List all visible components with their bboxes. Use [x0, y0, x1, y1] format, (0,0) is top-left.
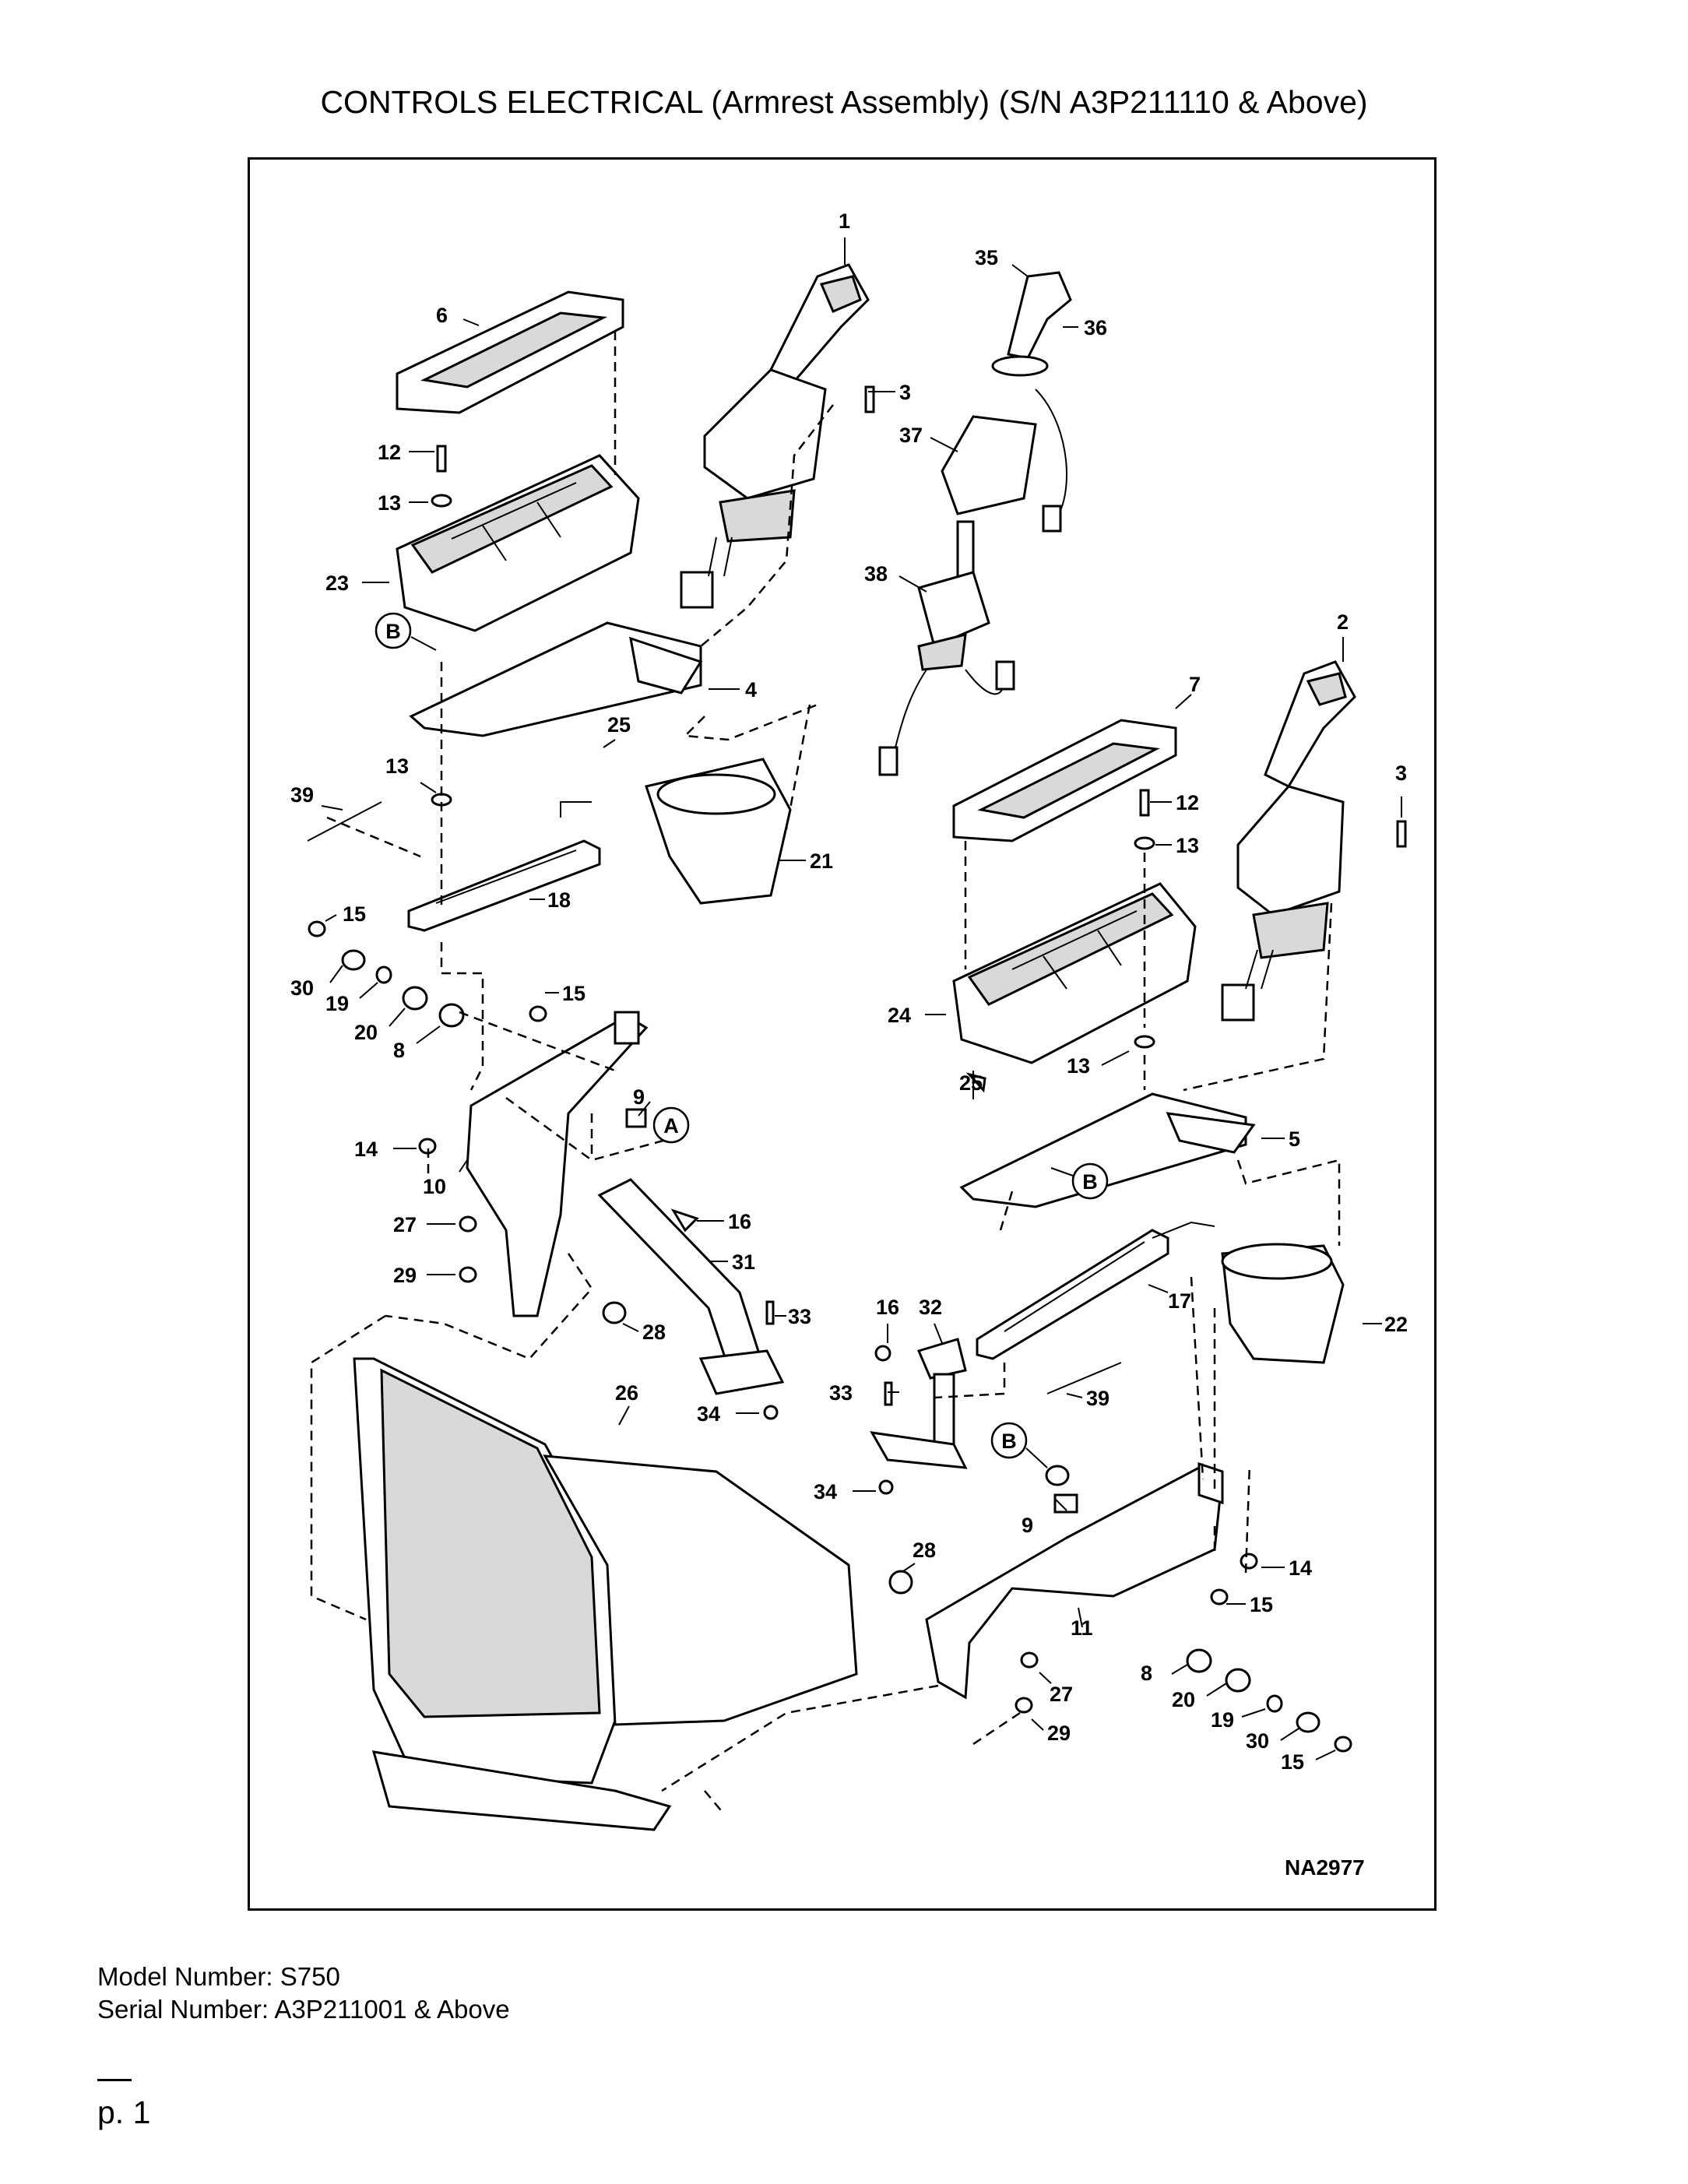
callout-leaders [321, 237, 1402, 1760]
callout-30: 30 [290, 976, 314, 1000]
callout-34: 34 [697, 1402, 720, 1426]
callout-3: 3 [1395, 761, 1407, 785]
callout-14: 14 [354, 1138, 378, 1161]
callout-19: 19 [1211, 1708, 1234, 1732]
callout-36: 36 [1084, 316, 1107, 339]
view-marker-a: A [663, 1114, 679, 1138]
callout-13: 13 [378, 491, 401, 515]
callout-10: 10 [423, 1175, 446, 1198]
callout-32: 32 [919, 1296, 942, 1319]
mount-plate-right [959, 1092, 1256, 1208]
slide-rail-right [976, 1221, 1215, 1360]
callout-12: 12 [378, 441, 401, 464]
cup-holder-right [1221, 1243, 1345, 1364]
callout-20: 20 [354, 1021, 378, 1044]
hardware-fasteners [307, 385, 1407, 1753]
callout-6: 6 [436, 304, 448, 327]
callout-25: 25 [959, 1071, 983, 1095]
slide-rail-left [407, 801, 601, 932]
callout-26: 26 [615, 1381, 638, 1405]
callout-1: 1 [839, 209, 850, 233]
callout-15: 15 [343, 902, 366, 926]
view-marker-b: B [1082, 1170, 1098, 1194]
model-number: Model Number: S750 [97, 1962, 340, 1991]
callout-33: 33 [788, 1305, 811, 1328]
callout-22: 22 [1384, 1313, 1408, 1336]
callout-24: 24 [888, 1004, 911, 1027]
callout-33: 33 [829, 1381, 853, 1405]
console-housing-right [952, 882, 1197, 1064]
callout-7: 7 [1189, 673, 1201, 696]
callout-39: 39 [1086, 1387, 1110, 1410]
bracket-left [466, 1011, 649, 1317]
serial-number: Serial Number: A3P211001 & Above [97, 1995, 510, 2024]
callout-3: 3 [899, 381, 911, 404]
callout-14: 14 [1289, 1556, 1312, 1580]
view-markers: B A B B [375, 612, 1109, 1486]
callout-20: 20 [1172, 1688, 1195, 1711]
page-divider [97, 2079, 132, 2081]
callout-11: 11 [1071, 1616, 1093, 1640]
callout-labels: 1 35 36 6 3 12 37 13 23 38 2 4 7 25 13 3… [290, 209, 1408, 1774]
callout-29: 29 [393, 1264, 417, 1287]
callout-13: 13 [1067, 1054, 1090, 1078]
callout-25: 25 [607, 713, 631, 737]
assembly-dashed-lines [310, 331, 1341, 1815]
support-tube [597, 1178, 785, 1395]
callout-9: 9 [1022, 1514, 1033, 1537]
callout-35: 35 [975, 246, 998, 269]
callout-13: 13 [385, 754, 409, 778]
page-number: p. 1 [97, 2094, 151, 2130]
callout-27: 27 [1050, 1683, 1073, 1706]
callout-5: 5 [1289, 1127, 1300, 1151]
operator-seat [353, 1357, 858, 1831]
page-title: CONTROLS ELECTRICAL (Armrest Assembly) (… [320, 84, 1368, 120]
diagram-frame [248, 157, 1437, 1911]
callout-29: 29 [1047, 1722, 1071, 1745]
callout-9: 9 [633, 1085, 645, 1109]
callout-28: 28 [913, 1539, 936, 1562]
callout-18: 18 [547, 888, 571, 912]
callout-31: 31 [732, 1250, 755, 1274]
console-housing-left [396, 454, 640, 632]
callout-15: 15 [562, 982, 586, 1005]
armrest-pad-right [952, 719, 1177, 842]
callout-38: 38 [864, 562, 888, 586]
callout-30: 30 [1246, 1729, 1269, 1753]
callout-27: 27 [393, 1213, 417, 1236]
callout-21: 21 [810, 849, 833, 873]
callout-12: 12 [1176, 791, 1199, 814]
callout-13: 13 [1176, 834, 1199, 857]
support-post [870, 1338, 968, 1469]
diagram-reference-code: NA2977 [1285, 1855, 1365, 1880]
view-marker-b: B [385, 620, 401, 643]
callout-19: 19 [325, 992, 349, 1015]
callout-2: 2 [1337, 610, 1349, 634]
joystick-center [878, 271, 1072, 776]
callout-23: 23 [325, 571, 349, 595]
callout-28: 28 [642, 1321, 666, 1344]
callout-8: 8 [393, 1039, 405, 1062]
callout-15: 15 [1281, 1750, 1304, 1774]
callout-34: 34 [814, 1480, 837, 1503]
callout-15: 15 [1250, 1593, 1273, 1616]
joystick-left [680, 263, 870, 609]
joystick-right [1221, 660, 1356, 1022]
armrest-pad-left [396, 290, 624, 414]
callout-37: 37 [899, 424, 923, 447]
callout-16: 16 [728, 1210, 751, 1233]
callout-8: 8 [1141, 1662, 1152, 1685]
callout-4: 4 [745, 678, 757, 702]
callout-39: 39 [290, 783, 314, 807]
view-marker-b: B [1001, 1430, 1017, 1453]
cup-holder-left [645, 758, 792, 905]
callout-16: 16 [876, 1296, 899, 1319]
mount-plate-left [409, 621, 703, 737]
callout-17: 17 [1168, 1289, 1191, 1313]
